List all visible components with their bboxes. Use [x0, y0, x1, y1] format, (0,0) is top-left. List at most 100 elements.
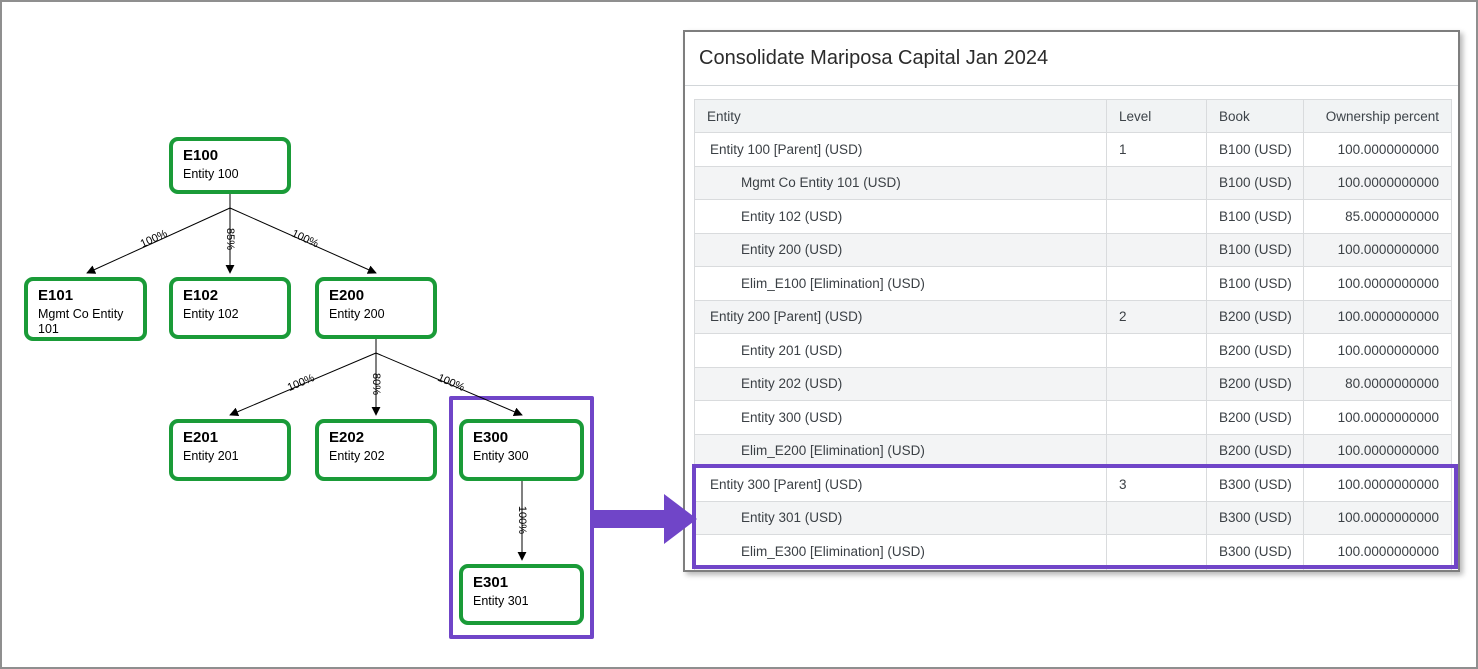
level-cell	[1106, 366, 1207, 401]
book-cell: B200 (USD)	[1206, 333, 1304, 368]
ownership-cell: 100.0000000000	[1303, 400, 1452, 435]
node-subtitle: Entity 100	[183, 166, 239, 181]
entity-cell: Mgmt Co Entity 101 (USD)	[694, 165, 1107, 200]
callout-arrow	[594, 494, 697, 544]
ownership-cell: 100.0000000000	[1303, 266, 1452, 301]
level-cell: 3	[1106, 467, 1207, 502]
level-cell	[1106, 199, 1207, 234]
node-title: E100	[183, 147, 219, 164]
entity-node-e201[interactable]: E201 Entity 201	[169, 419, 291, 481]
node-subtitle: Entity 202	[329, 448, 385, 463]
node-title: E101	[38, 287, 74, 304]
table-row-entity-200-child[interactable]: Entity 200 (USD) B100 (USD) 100.00000000…	[694, 232, 1452, 267]
book-cell: B300 (USD)	[1206, 467, 1304, 502]
node-title: E200	[329, 287, 365, 304]
table-row-mgmt-co-entity-101[interactable]: Mgmt Co Entity 101 (USD) B100 (USD) 100.…	[694, 165, 1452, 200]
edge-label-e100-e102: 85%	[224, 228, 236, 250]
entity-node-e202[interactable]: E202 Entity 202	[315, 419, 437, 481]
level-cell	[1106, 534, 1207, 569]
entity-node-e300[interactable]: E300 Entity 300	[459, 419, 584, 481]
table-row-entity-202[interactable]: Entity 202 (USD) B200 (USD) 80.000000000…	[694, 366, 1452, 401]
book-cell: B100 (USD)	[1206, 199, 1304, 234]
node-subtitle: Entity 102	[183, 306, 239, 321]
ownership-cell: 100.0000000000	[1303, 132, 1452, 167]
book-cell: B100 (USD)	[1206, 132, 1304, 167]
title-divider	[685, 85, 1458, 86]
table-row-entity-300-child[interactable]: Entity 300 (USD) B200 (USD) 100.00000000…	[694, 400, 1452, 435]
book-cell: B200 (USD)	[1206, 366, 1304, 401]
table-row-elim-e200[interactable]: Elim_E200 [Elimination] (USD) B200 (USD)…	[694, 433, 1452, 468]
entity-cell: Entity 200 (USD)	[694, 232, 1107, 267]
node-subtitle: Entity 300	[473, 448, 529, 463]
table-row-clipped	[694, 567, 1452, 570]
entity-cell: Entity 200 [Parent] (USD)	[694, 299, 1107, 334]
book-cell: B100 (USD)	[1206, 266, 1304, 301]
connector-e100-e200	[229, 207, 377, 274]
table-row-entity-301[interactable]: Entity 301 (USD) B300 (USD) 100.00000000…	[694, 500, 1452, 535]
table-row-entity-100[interactable]: Entity 100 [Parent] (USD) 1 B100 (USD) 1…	[694, 132, 1452, 167]
node-subtitle: Entity 201	[183, 448, 239, 463]
node-subtitle: Entity 301	[473, 593, 529, 608]
level-cell: 2	[1106, 299, 1207, 334]
ownership-cell: 100.0000000000	[1303, 333, 1452, 368]
column-header-ownership-percent[interactable]: Ownership percent	[1303, 99, 1452, 133]
entity-cell: Entity 301 (USD)	[694, 500, 1107, 535]
entity-cell: Entity 100 [Parent] (USD)	[694, 132, 1107, 167]
edge-label-e200-e201: 100%	[286, 372, 317, 394]
ownership-cell: 100.0000000000	[1303, 500, 1452, 535]
ownership-table: Entity Level Book Ownership percent Enti…	[694, 99, 1452, 570]
node-title: E202	[329, 429, 365, 446]
book-cell: B100 (USD)	[1206, 165, 1304, 200]
table-header-row: Entity Level Book Ownership percent	[694, 99, 1452, 133]
level-cell	[1106, 333, 1207, 368]
panel-title: Consolidate Mariposa Capital Jan 2024	[699, 47, 1049, 69]
node-title: E102	[183, 287, 219, 304]
ownership-cell: 100.0000000000	[1303, 232, 1452, 267]
consolidation-panel: Consolidate Mariposa Capital Jan 2024 En…	[683, 30, 1460, 572]
edge-label-e200-e300: 100%	[436, 372, 467, 394]
ownership-cell: 100.0000000000	[1303, 534, 1452, 569]
table-row-entity-201[interactable]: Entity 201 (USD) B200 (USD) 100.00000000…	[694, 333, 1452, 368]
level-cell	[1106, 266, 1207, 301]
entity-cell: Entity 201 (USD)	[694, 333, 1107, 368]
edge-label-e100-e101: 100%	[139, 228, 170, 251]
ownership-cell: 85.0000000000	[1303, 199, 1452, 234]
level-cell	[1106, 433, 1207, 468]
node-subtitle: Entity 200	[329, 306, 385, 321]
table-row-entity-200-parent[interactable]: Entity 200 [Parent] (USD) 2 B200 (USD) 1…	[694, 299, 1452, 334]
level-cell	[1106, 232, 1207, 267]
connector-e200-e201	[229, 352, 377, 416]
ownership-cell: 100.0000000000	[1303, 299, 1452, 334]
column-header-book[interactable]: Book	[1206, 99, 1304, 133]
entity-node-e301[interactable]: E301 Entity 301	[459, 564, 584, 625]
entity-cell: Elim_E300 [Elimination] (USD)	[694, 534, 1107, 569]
entity-cell: Entity 102 (USD)	[694, 199, 1107, 234]
entity-node-e200[interactable]: E200 Entity 200	[315, 277, 437, 339]
entity-cell: Entity 300 [Parent] (USD)	[694, 467, 1107, 502]
node-subtitle: Mgmt Co Entity 101	[38, 306, 124, 336]
book-cell: B200 (USD)	[1206, 400, 1304, 435]
book-cell: B100 (USD)	[1206, 232, 1304, 267]
column-header-entity[interactable]: Entity	[694, 99, 1107, 133]
table-row-entity-102[interactable]: Entity 102 (USD) B100 (USD) 85.000000000…	[694, 199, 1452, 234]
table-row-elim-e300[interactable]: Elim_E300 [Elimination] (USD) B300 (USD)…	[694, 534, 1452, 569]
edge-label-e100-e200: 100%	[290, 228, 321, 251]
entity-cell: Elim_E100 [Elimination] (USD)	[694, 266, 1107, 301]
book-cell: B300 (USD)	[1206, 534, 1304, 569]
connector-e100-e101	[86, 207, 231, 274]
entity-node-e100[interactable]: E100 Entity 100	[169, 137, 291, 194]
level-cell	[1106, 165, 1207, 200]
level-cell	[1106, 500, 1207, 535]
ownership-cell: 100.0000000000	[1303, 433, 1452, 468]
node-title: E301	[473, 574, 509, 591]
level-cell	[1106, 400, 1207, 435]
node-title: E300	[473, 429, 509, 446]
entity-node-e101[interactable]: E101 Mgmt Co Entity 101	[24, 277, 147, 341]
entity-node-e102[interactable]: E102 Entity 102	[169, 277, 291, 339]
node-title: E201	[183, 429, 219, 446]
column-header-level[interactable]: Level	[1106, 99, 1207, 133]
table-row-elim-e100[interactable]: Elim_E100 [Elimination] (USD) B100 (USD)…	[694, 266, 1452, 301]
table-row-entity-300-parent[interactable]: Entity 300 [Parent] (USD) 3 B300 (USD) 1…	[694, 467, 1452, 502]
book-cell: B300 (USD)	[1206, 500, 1304, 535]
